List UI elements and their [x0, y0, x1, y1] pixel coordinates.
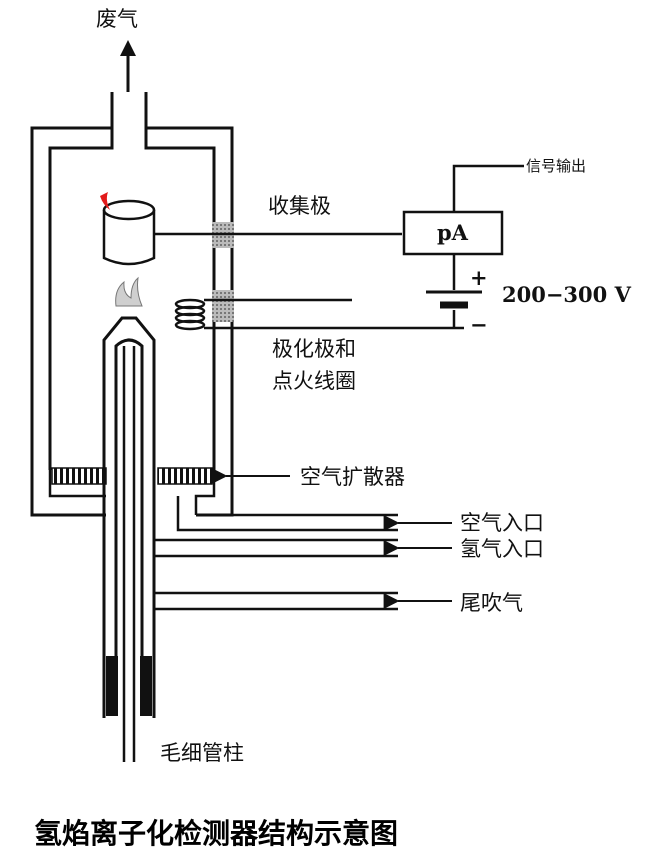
column-ferrule-left: [106, 656, 118, 716]
picoammeter-label: pA: [437, 220, 469, 245]
collector-electrode: [100, 192, 156, 266]
exhaust-arrow: [120, 40, 136, 92]
picoammeter-box: [402, 210, 504, 256]
polarizer-insulator: [212, 290, 234, 322]
flame-icon: [115, 276, 143, 307]
air-inlet-label: 空气入口: [460, 511, 544, 535]
makeup-gas-label: 尾吹气: [460, 591, 523, 615]
igniter-tip-icon: [100, 192, 110, 210]
makeup-gas-line: [154, 591, 398, 611]
capillary-column: [122, 346, 136, 762]
plus-sign: +: [470, 265, 488, 290]
air-diffuser-label: 空气扩散器: [300, 465, 405, 489]
battery-icon: [426, 290, 482, 309]
polarizer-label-line1: 极化极和: [272, 337, 356, 361]
exhaust-label: 废气: [96, 7, 138, 31]
air-diffuser-left: [51, 467, 107, 485]
ignition-coil-icon: [174, 298, 206, 331]
burner-jet: [102, 316, 156, 660]
signal-output-label: 信号输出: [526, 157, 586, 175]
column-ferrule-right: [140, 656, 152, 716]
polarizer-label-line2: 点火线圈: [272, 369, 356, 393]
hydrogen-inlet-line: [154, 538, 398, 558]
collector-label: 收集极: [268, 194, 331, 218]
signal-circuit: [452, 164, 524, 328]
minus-sign: −: [470, 312, 488, 337]
hydrogen-inlet-label: 氢气入口: [460, 537, 544, 561]
air-diffuser-right: [157, 467, 213, 485]
voltage-label: 200−300 V: [502, 282, 632, 307]
diagram-caption: 氢焰离子化检测器结构示意图: [34, 817, 398, 850]
capillary-label: 毛细管柱: [160, 741, 244, 765]
